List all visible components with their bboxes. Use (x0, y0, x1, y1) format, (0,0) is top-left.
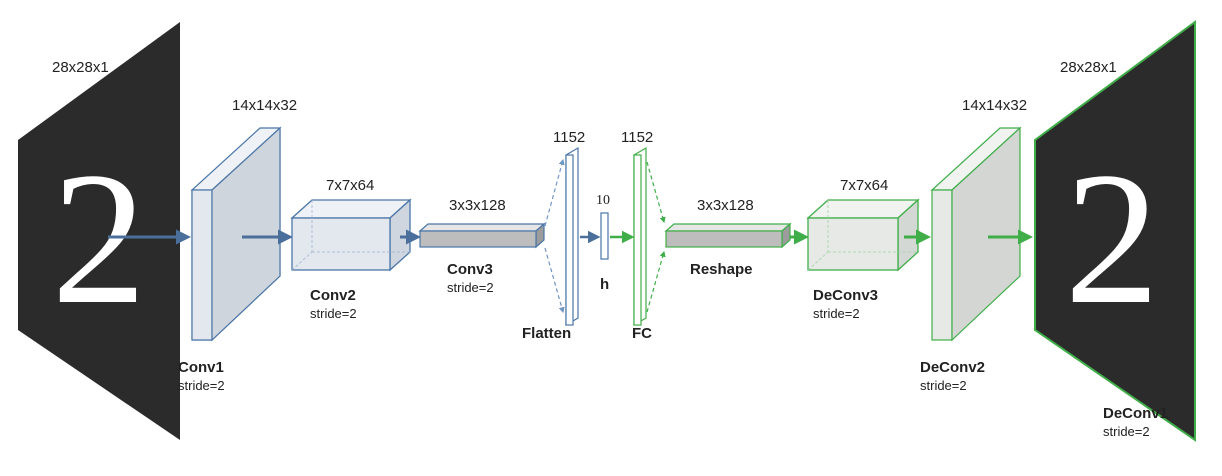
conv1-dim: 14x14x32 (232, 97, 297, 114)
conv3-layer: 3x3x128 Conv3 stride=2 (418, 197, 546, 295)
input-image: 2 28x28x1 (18, 22, 180, 440)
deconv3-dim: 7x7x64 (840, 177, 888, 194)
conv3-stride: stride=2 (447, 280, 494, 295)
hidden-label: h (600, 276, 609, 293)
output-image-panel (1034, 20, 1196, 442)
input-image-panel (18, 22, 180, 440)
deconv2-label: DeConv2 (920, 359, 985, 376)
conv3-label: Conv3 (447, 261, 493, 278)
deconv2-dim: 14x14x32 (962, 97, 1027, 114)
arrow-conv3-flatten-top (544, 158, 565, 227)
flatten-label: Flatten (522, 325, 571, 342)
output-image: 2 28x28x1 (1034, 20, 1196, 442)
hidden-dim: 10 (596, 193, 610, 208)
fc-layer: 1152 FC (621, 129, 653, 342)
deconv1-label: DeConv1 (1103, 405, 1168, 422)
output-dim: 28x28x1 (1060, 59, 1117, 76)
flatten-dim: 1152 (553, 129, 585, 146)
reshape-dim: 3x3x128 (697, 197, 754, 214)
deconv1-caption: DeConv1 stride=2 (1103, 405, 1168, 439)
output-digit: 2 (1065, 134, 1160, 344)
arrow-fc-reshape-bottom (646, 250, 666, 313)
conv2-layer: 7x7x64 Conv2 stride=2 (290, 177, 412, 321)
deconv1-stride: stride=2 (1103, 424, 1150, 439)
conv1-label: Conv1 (178, 359, 224, 376)
conv2-dim: 7x7x64 (326, 177, 374, 194)
deconv3-label: DeConv3 (813, 287, 878, 304)
deconv3-layer: 7x7x64 DeConv3 stride=2 (806, 177, 920, 321)
conv1-layer: 14x14x32 Conv1 stride=2 (178, 97, 297, 393)
deconv2-stride: stride=2 (920, 378, 967, 393)
conv2-label: Conv2 (310, 287, 356, 304)
conv2-stride: stride=2 (310, 306, 357, 321)
hidden-layer: 10 h (596, 193, 610, 293)
arrow-conv3-flatten-bottom (544, 247, 565, 314)
reshape-label: Reshape (690, 261, 753, 278)
reshape-layer: 3x3x128 Reshape (664, 197, 792, 278)
flatten-layer: 1152 Flatten (522, 129, 585, 342)
deconv3-stride: stride=2 (813, 306, 860, 321)
fc-dim: 1152 (621, 129, 653, 146)
input-dim: 28x28x1 (52, 59, 109, 76)
input-digit: 2 (52, 134, 147, 344)
fc-label: FC (632, 325, 652, 342)
conv3-dim: 3x3x128 (449, 197, 506, 214)
deconv2-layer: 14x14x32 DeConv2 stride=2 (920, 97, 1027, 393)
arrow-fc-reshape-top (646, 161, 666, 224)
conv1-stride: stride=2 (178, 378, 225, 393)
